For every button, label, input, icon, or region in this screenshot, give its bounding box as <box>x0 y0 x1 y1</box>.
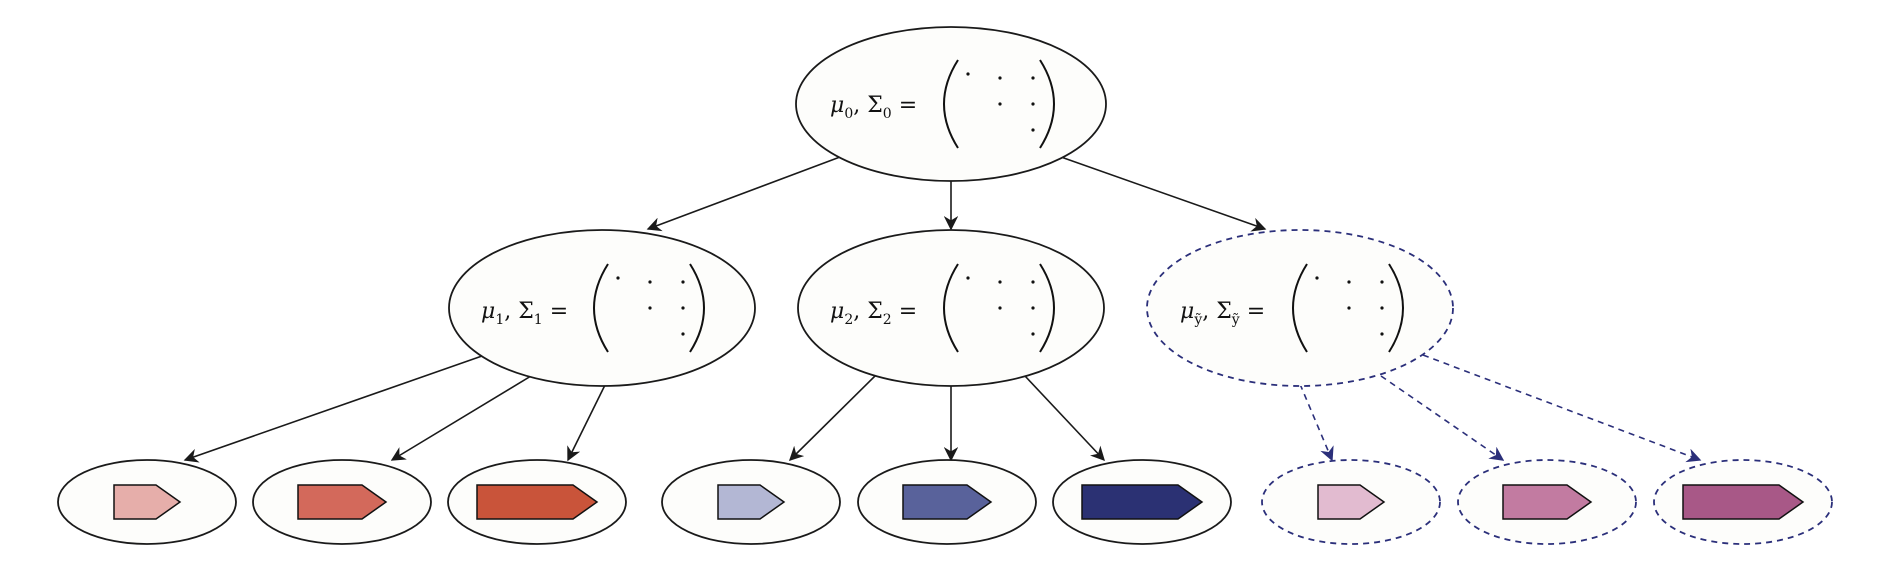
mu-symbol: μ <box>830 93 844 118</box>
leaf-tag-icon <box>1682 484 1805 520</box>
root-label: μ0, Σ0 = <box>830 93 917 122</box>
leaf-node <box>57 459 237 545</box>
edge-node-2-to-leaf-1 <box>788 375 876 462</box>
node-1-ellipse <box>448 229 756 387</box>
covariance-matrix <box>943 59 1055 149</box>
root-edges <box>646 156 1267 232</box>
covariance-matrix <box>943 263 1055 353</box>
child-node-2: μ2, Σ2 = <box>797 229 1105 387</box>
edge-node-1-to-leaf-2 <box>390 375 532 461</box>
leaf-node <box>661 459 841 545</box>
leaf-node <box>1653 459 1833 545</box>
node-tilde-y-ellipse <box>1146 229 1454 387</box>
leaf-tag-icon <box>113 484 182 520</box>
left-paren <box>943 59 959 149</box>
edge-node-1-to-leaf-1 <box>183 355 483 463</box>
edge-node-1-to-leaf-3 <box>567 382 607 462</box>
edge-node-2-to-leaf-3 <box>1024 375 1105 462</box>
edge-node-tilde-y-to-leaf-1 <box>1299 383 1334 462</box>
right-paren <box>1039 59 1055 149</box>
sigma-index: 0 <box>883 106 892 122</box>
leaf-tag-icon <box>902 484 993 520</box>
node-tilde-y-label: μỹ, Σỹ = <box>1180 299 1265 328</box>
leaf-node <box>1261 459 1441 545</box>
leaf-tag-icon <box>297 484 388 520</box>
leaf-tag-icon <box>476 484 599 520</box>
mu-index: 0 <box>844 106 853 122</box>
leaf-tag-icon <box>1317 484 1386 520</box>
leaf-tag-icon <box>1502 484 1593 520</box>
node-1-label: μ1, Σ1 = <box>481 299 568 328</box>
root-node: μ0, Σ0 = <box>795 26 1107 182</box>
child-node-1: μ1, Σ1 = <box>448 229 756 387</box>
leaf-edges <box>183 354 1702 463</box>
leaf-node <box>1052 459 1232 545</box>
covariance-matrix <box>1292 263 1404 353</box>
leaf-tag-icon <box>717 484 786 520</box>
covariance-matrix <box>593 263 705 353</box>
node-2-label: μ2, Σ2 = <box>830 299 917 328</box>
edge-node-tilde-y-to-leaf-2 <box>1380 375 1505 461</box>
sigma-symbol: Σ <box>867 93 883 118</box>
leaf-tag-icon <box>1081 484 1204 520</box>
leaf-node <box>252 459 432 545</box>
root-ellipse <box>795 26 1107 182</box>
leaf-node <box>447 459 627 545</box>
leaf-nodes <box>57 459 1833 545</box>
edge-root-to-node-tilde-y <box>1060 156 1267 232</box>
child-node-tilde-y: μỹ, Σỹ = <box>1146 229 1454 387</box>
leaf-node <box>1457 459 1637 545</box>
edge-root-to-node-1 <box>646 156 841 232</box>
leaf-node <box>857 459 1037 545</box>
node-2-ellipse <box>797 229 1105 387</box>
edge-node-tilde-y-to-leaf-3 <box>1422 354 1702 463</box>
